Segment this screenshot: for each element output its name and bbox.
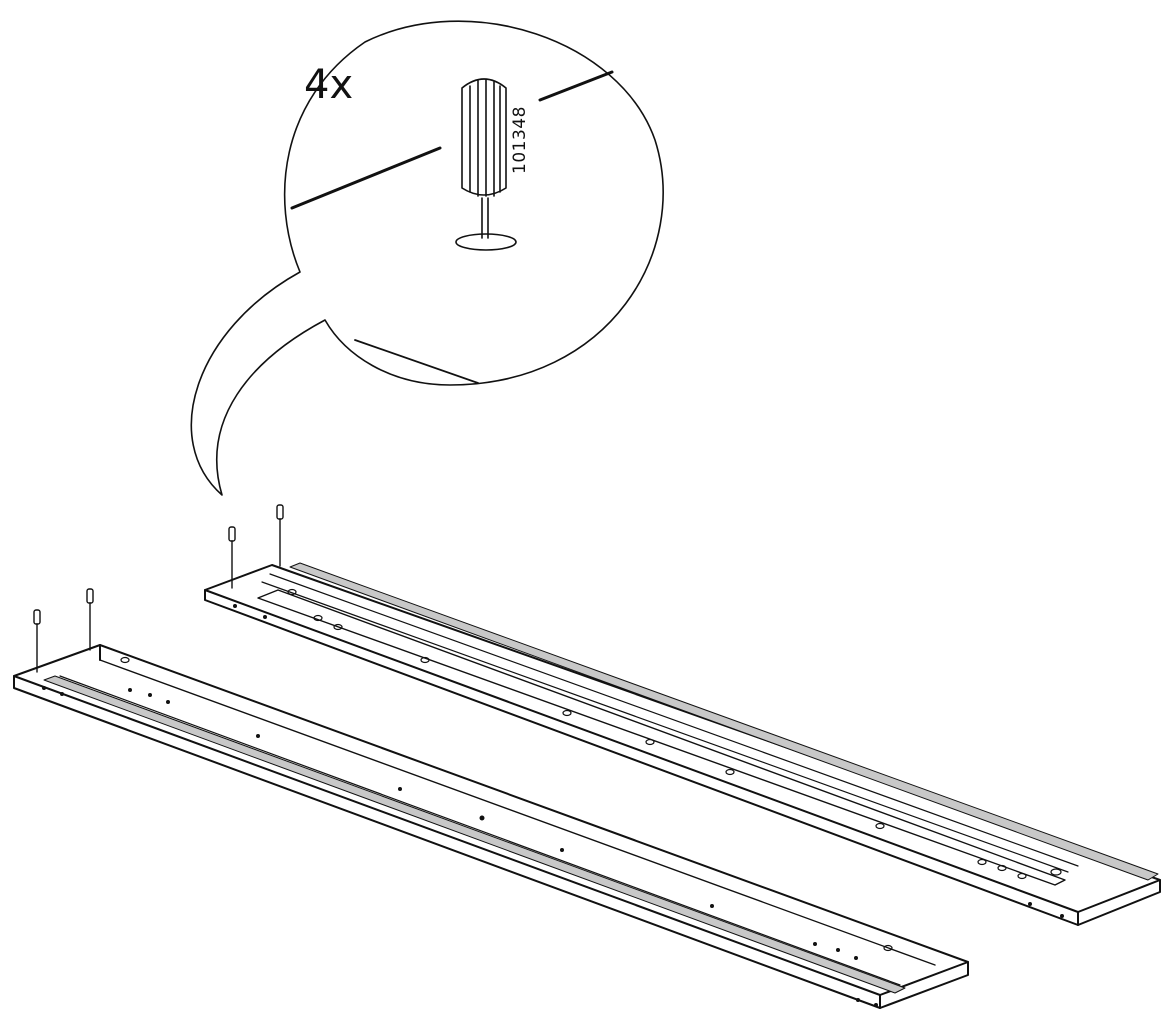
magnifier-callout xyxy=(190,20,664,496)
wooden-rail-front xyxy=(13,644,969,1009)
quantity-label: 4x xyxy=(304,62,354,108)
dowel-icon xyxy=(461,78,507,239)
wooden-rail-back xyxy=(204,562,1161,926)
dowel-hole-icon xyxy=(455,233,517,251)
dowel-icon xyxy=(33,504,284,673)
part-number-label: 101348 xyxy=(510,106,530,174)
